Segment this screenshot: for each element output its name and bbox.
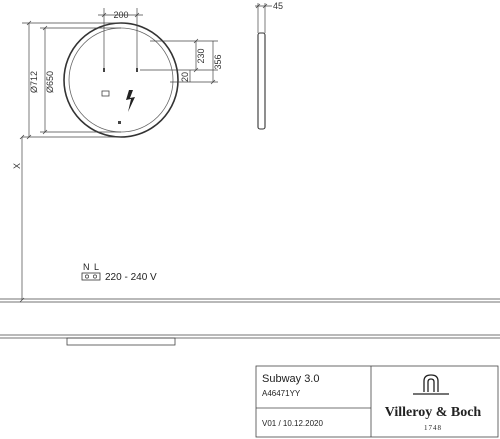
- mount-point-right: [136, 68, 138, 72]
- neutral-label: N: [83, 262, 90, 272]
- width-200-label: 200: [113, 10, 128, 20]
- product-name: Subway 3.0: [262, 373, 319, 385]
- electrical-connection: N L 220 - 240 V: [81, 262, 157, 283]
- villeroy-boch-logo: Villeroy & Boch 1748: [385, 374, 482, 432]
- x-label: X: [12, 163, 22, 169]
- right-height-dimensions: [140, 38, 218, 85]
- fountain-logo-icon: [423, 374, 439, 392]
- title-block: [255, 365, 499, 438]
- mount-point-left: [103, 68, 105, 72]
- gap-20-label: 20: [180, 72, 190, 82]
- brand-name: Villeroy & Boch: [385, 405, 482, 420]
- mirror-front-view: [63, 22, 179, 138]
- diameter-dimensions: [22, 20, 121, 140]
- depth-45-label: 45: [273, 1, 283, 11]
- inner-diameter-label: Ø650: [45, 71, 55, 93]
- mirror-side-view: [255, 3, 272, 130]
- mirror-outer-frame: [63, 22, 179, 138]
- article-number: A46471YY: [262, 389, 301, 398]
- outer-diameter-label: Ø712: [29, 71, 39, 93]
- sensor-mark: [118, 121, 121, 124]
- mirror-inner-glass: [68, 27, 174, 133]
- brand-year: 1748: [424, 424, 442, 432]
- floor-lines: [0, 298, 500, 346]
- height-356-label: 356: [213, 54, 223, 69]
- live-label: L: [94, 262, 99, 272]
- mirror-top-view: [66, 337, 176, 346]
- x-height-dimension: [19, 134, 25, 303]
- connection-box: [101, 90, 110, 97]
- electric-lightning-icon: [126, 90, 135, 112]
- voltage-label: 220 - 240 V: [105, 272, 157, 283]
- height-230-label: 230: [196, 48, 206, 63]
- width-200-dimension: [98, 8, 143, 68]
- side-profile: [257, 32, 266, 130]
- terminal-block-icon: [81, 272, 101, 281]
- version-date: V01 / 10.12.2020: [262, 419, 323, 428]
